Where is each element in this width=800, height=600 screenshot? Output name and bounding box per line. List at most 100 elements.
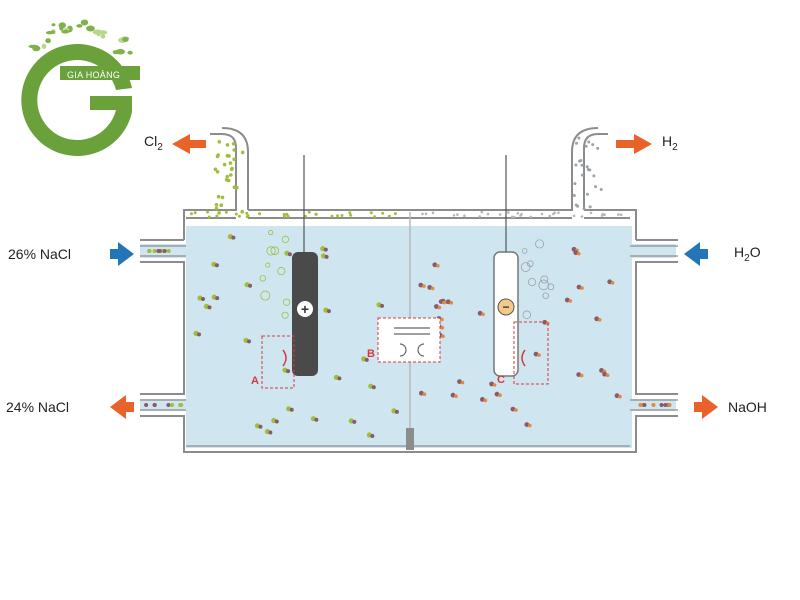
chlorine-gas-dot	[214, 203, 219, 207]
hydrogen-gas-dot	[424, 212, 428, 216]
inlet-ion	[147, 249, 152, 253]
cl2-out-arrow	[172, 134, 206, 154]
logo-leaf	[122, 37, 129, 42]
logo-leaf	[100, 34, 106, 39]
chlorine-gas-dot	[219, 203, 223, 207]
chlorine-bubble	[265, 262, 271, 268]
hydrogen-gas-dot	[619, 213, 623, 217]
h2-label: H2	[662, 133, 678, 156]
sodium-ion	[528, 423, 532, 428]
hydroxide-ion	[434, 304, 439, 309]
sodium-ion	[248, 283, 253, 288]
sodium-ion	[514, 408, 518, 412]
logo-leaf	[76, 24, 83, 28]
sodium-ion	[197, 332, 201, 337]
hydrogen-gas-dot	[463, 214, 466, 217]
hydroxide-ion	[533, 351, 539, 357]
outlet-ion	[638, 403, 643, 407]
sodium-ion	[597, 318, 602, 322]
chlorine-gas-dot	[217, 140, 222, 144]
chlorine-gas-dot	[245, 215, 249, 219]
hydrogen-gas-dot	[486, 212, 490, 216]
sodium-ion	[314, 417, 319, 422]
sodium-ion	[579, 373, 584, 378]
chlorine-gas-dot	[336, 214, 339, 218]
hydrogen-gas-dot	[520, 212, 523, 216]
chlorine-gas-dot	[216, 194, 221, 199]
h2o-label-main: H	[734, 244, 745, 260]
logo-leaf	[92, 29, 103, 35]
hydrogen-gas-dot	[588, 205, 592, 209]
hydrogen-gas-dot	[587, 140, 591, 144]
h2-out-arrow	[616, 134, 652, 154]
inlet-ion	[152, 249, 157, 253]
hydroxide-ion	[445, 299, 451, 305]
hydrogen-gas-dot	[548, 214, 551, 218]
chlorine-chimney-inner	[221, 127, 249, 210]
outlet-ion	[144, 403, 149, 407]
sodium-ion	[215, 296, 220, 301]
chlorine-gas-dot	[232, 185, 237, 189]
logo-band	[60, 66, 140, 80]
sodium-ion	[492, 383, 497, 387]
hydrogen-gas-dot	[580, 215, 584, 218]
sodium-ion	[326, 309, 331, 314]
chlorine-gas-dot	[193, 211, 197, 215]
hydrogen-gas-dot	[478, 215, 482, 218]
cl2-label-sub: 2	[157, 141, 163, 153]
chlorine-gas-dot	[224, 178, 229, 182]
outlet-ion	[166, 403, 171, 407]
sodium-ion	[440, 325, 445, 330]
particles	[144, 136, 672, 438]
hydroxide-ion	[594, 316, 600, 322]
outlet-ion	[667, 403, 672, 407]
left-pipes	[140, 245, 186, 411]
hydrogen-gas-dot	[586, 192, 589, 196]
naoh-out-arrow	[694, 395, 718, 419]
h2o-label-sub: 2	[744, 252, 750, 264]
hydrogen-gas-dot	[617, 213, 620, 216]
hydrogen-gas-dot	[588, 168, 592, 172]
hydroxide-ion	[418, 282, 424, 288]
sodium-ion	[422, 284, 426, 288]
sodium-ion	[568, 299, 573, 303]
sodium-ion	[460, 380, 465, 385]
chlorine-gas-dot	[213, 167, 218, 172]
hydroxide-ion	[438, 299, 444, 304]
hydrogen-gas-dot	[498, 213, 502, 216]
hydrogen-gas-dot	[431, 211, 435, 215]
inlet-ion	[157, 249, 162, 253]
sodium-ion	[440, 317, 444, 322]
chlorine-bubble	[281, 235, 290, 244]
sodium-ion	[323, 247, 328, 252]
chlorine-gas-dot	[234, 212, 238, 216]
hydrogen-bubble	[520, 262, 531, 272]
inlet-ion	[166, 249, 171, 253]
sodium-ion	[422, 392, 427, 397]
sodium-ion	[231, 235, 236, 240]
chlorine-gas-dot	[230, 166, 234, 171]
hydroxide-ion	[419, 390, 424, 396]
sodium-ion	[394, 409, 399, 414]
chlorine-gas-dot	[237, 214, 241, 218]
hydrogen-gas-dot	[596, 146, 600, 150]
hydrogen-gas-dot	[516, 212, 520, 215]
outlet-ion	[651, 403, 656, 407]
anode-sign-circle	[297, 301, 313, 317]
hydrogen-gas-dot	[591, 143, 595, 147]
chlorine-gas-dot	[222, 162, 227, 167]
chlorine-gas-dot	[240, 209, 244, 214]
hydrogen-gas-dot	[600, 214, 604, 217]
logo-brand-text: GIA HOÀNG	[67, 70, 121, 80]
outlet-ion	[642, 403, 647, 407]
outlet-ion	[178, 403, 183, 407]
hydrogen-gas-dot	[580, 173, 584, 177]
sodium-ion	[481, 312, 485, 317]
hydroxide-ion	[510, 406, 516, 412]
hydrogen-gas-dot	[421, 212, 424, 216]
sodium-ion	[577, 251, 581, 256]
hydroxide-ion	[564, 297, 570, 303]
sodium-ion	[247, 339, 251, 344]
hydroxide-ion	[427, 285, 433, 290]
callout-c-arrow	[521, 349, 526, 367]
